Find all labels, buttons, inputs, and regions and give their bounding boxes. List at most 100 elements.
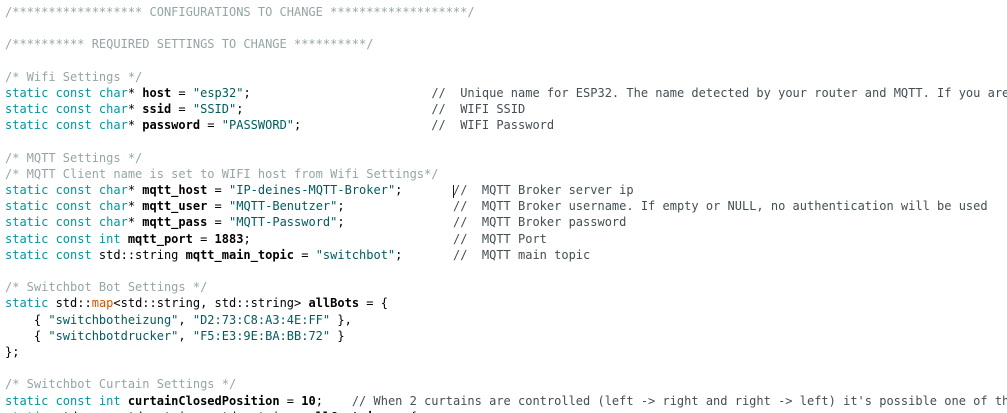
code-line bbox=[5, 360, 1007, 376]
code-token-keyword: static bbox=[5, 296, 49, 311]
code-token-plain bbox=[323, 394, 352, 408]
text-caret bbox=[452, 185, 454, 199]
code-token-keyword: static const char bbox=[5, 102, 128, 117]
code-token-plain: = bbox=[279, 393, 302, 408]
code-line: static const int mqtt_port = 1883; // MQ… bbox=[5, 231, 1007, 247]
code-token-block-comment: /* Wifi Settings */ bbox=[5, 69, 143, 84]
code-token-plain: ; bbox=[294, 118, 302, 133]
code-line bbox=[5, 134, 1007, 150]
code-token-function: map bbox=[92, 410, 114, 413]
code-token-function: map bbox=[91, 296, 114, 311]
code-token-line-comment: // MQTT Broker server ip bbox=[452, 183, 634, 198]
code-line: static const char* ssid = "SSID"; // WIF… bbox=[5, 101, 1007, 117]
code-token-plain: = { bbox=[359, 296, 388, 311]
code-token-plain: = bbox=[171, 102, 193, 117]
code-token-plain bbox=[121, 232, 128, 246]
code-line: static const char* mqtt_user = "MQTT-Ben… bbox=[5, 198, 1007, 214]
code-token-plain: * bbox=[127, 102, 143, 117]
code-token-keyword: static const char bbox=[5, 199, 128, 214]
code-line: static const char* mqtt_pass = "MQTT-Pas… bbox=[5, 214, 1007, 230]
code-token-plain: = bbox=[207, 199, 229, 214]
code-token-string: "PASSWORD" bbox=[221, 118, 295, 133]
code-token-block-comment: /* Switchbot Bot Settings */ bbox=[5, 280, 208, 295]
code-token-plain: * bbox=[127, 85, 143, 100]
code-token-plain: ; bbox=[243, 231, 251, 246]
code-token-plain: = { bbox=[388, 410, 417, 413]
code-token-line-comment: // WIFI Password bbox=[431, 118, 555, 133]
code-token-line-comment: // Unique name for ESP32. The name detec… bbox=[431, 85, 1007, 100]
code-token-plain: , bbox=[178, 328, 193, 343]
code-token-plain: <std::string, std::string> bbox=[113, 410, 308, 413]
code-token-line-comment: // MQTT Port bbox=[452, 231, 547, 246]
code-line bbox=[5, 20, 1007, 36]
code-token-line-comment: // WIFI SSID bbox=[431, 102, 526, 117]
code-line: /* Wifi Settings */ bbox=[5, 69, 1007, 85]
code-token-plain: std:: bbox=[48, 410, 92, 413]
code-line: static const char* mqtt_host = "IP-deine… bbox=[5, 182, 1007, 199]
code-line: /****************** CONFIGURATIONS TO CH… bbox=[5, 4, 1007, 20]
code-token-plain: } bbox=[330, 328, 345, 343]
code-token-line-comment: // MQTT Broker password bbox=[452, 215, 627, 230]
code-token-block-comment: /* MQTT Settings */ bbox=[5, 150, 143, 165]
code-token-identifier: ssid bbox=[142, 102, 172, 117]
code-token-plain bbox=[121, 394, 128, 408]
code-token-plain bbox=[251, 86, 432, 100]
code-token-plain: * bbox=[127, 215, 143, 230]
code-token-keyword: static const char bbox=[5, 183, 128, 198]
code-token-plain bbox=[402, 183, 453, 197]
code-token-plain: }, bbox=[330, 312, 352, 327]
code-line: static const char* host = "esp32"; // Un… bbox=[5, 85, 1007, 101]
code-token-plain: }; bbox=[5, 344, 20, 359]
code-token-identifier: 1883 bbox=[214, 231, 244, 246]
code-token-plain: std:: bbox=[48, 296, 92, 311]
code-token-block-comment: /****************** CONFIGURATIONS TO CH… bbox=[5, 5, 475, 19]
code-token-plain: * bbox=[127, 183, 143, 198]
code-token-keyword: static bbox=[5, 410, 48, 413]
code-token-line-comment: // MQTT Broker username. If empty or NUL… bbox=[452, 199, 988, 214]
code-token-identifier: curtainClosedPosition bbox=[127, 393, 280, 408]
code-token-keyword: static const bbox=[5, 247, 92, 262]
code-token-plain bbox=[301, 118, 431, 132]
code-token-plain: = bbox=[192, 231, 215, 246]
code-token-block-comment: /* Switchbot Curtain Settings */ bbox=[5, 377, 237, 392]
code-token-identifier: mqtt_main_topic bbox=[185, 247, 294, 262]
code-token-plain bbox=[243, 102, 431, 116]
code-line: }; bbox=[5, 344, 1007, 360]
code-token-string: "F5:E3:9E:BA:BB:72" bbox=[192, 328, 331, 343]
code-token-plain: ; bbox=[395, 183, 403, 198]
code-line: static const int curtainClosedPosition =… bbox=[5, 393, 1007, 409]
code-line bbox=[5, 263, 1007, 279]
code-token-plain: { bbox=[5, 328, 49, 343]
code-token-plain: ; bbox=[395, 247, 403, 262]
code-token-line-comment: // MQTT main topic bbox=[452, 247, 591, 262]
code-token-identifier: allCurtains bbox=[308, 410, 387, 413]
code-token-plain: ; bbox=[337, 215, 345, 230]
code-line: static const char* password = "PASSWORD"… bbox=[5, 117, 1007, 133]
code-token-plain: = bbox=[294, 247, 316, 262]
code-token-block-comment: /* MQTT Client name is set to WIFI host … bbox=[5, 166, 439, 181]
code-token-line-comment: // When 2 curtains are controlled (left … bbox=[351, 393, 1007, 408]
code-token-plain: ; bbox=[243, 85, 251, 100]
code-line: /********** REQUIRED SETTINGS TO CHANGE … bbox=[5, 36, 1007, 52]
code-token-string: "esp32" bbox=[192, 85, 244, 100]
code-token-plain bbox=[345, 199, 453, 213]
code-token-block-comment: /********** REQUIRED SETTINGS TO CHANGE … bbox=[5, 37, 374, 52]
code-token-keyword: static const char bbox=[5, 85, 128, 100]
code-line: { "switchbotdrucker", "F5:E3:9E:BA:BB:72… bbox=[5, 328, 1007, 344]
code-line: static std::map<std::string, std::string… bbox=[5, 295, 1007, 311]
code-token-identifier: mqtt_user bbox=[142, 199, 208, 214]
code-token-plain bbox=[402, 248, 453, 262]
code-token-plain: std::string bbox=[91, 247, 186, 262]
code-token-identifier: mqtt_host bbox=[142, 183, 208, 198]
code-token-identifier: host bbox=[142, 85, 172, 100]
code-token-plain bbox=[345, 215, 453, 229]
code-line: /* MQTT Client name is set to WIFI host … bbox=[5, 166, 1007, 182]
code-line: static const std::string mqtt_main_topic… bbox=[5, 247, 1007, 263]
code-token-plain: <std::string, std::string> bbox=[113, 296, 309, 311]
code-token-plain: ; bbox=[315, 393, 323, 408]
code-token-identifier: 10 bbox=[301, 393, 316, 408]
code-token-identifier: allBots bbox=[308, 296, 360, 311]
code-token-string: "switchbot" bbox=[315, 247, 396, 262]
code-line: static std::map<std::string, std::string… bbox=[5, 409, 1007, 413]
